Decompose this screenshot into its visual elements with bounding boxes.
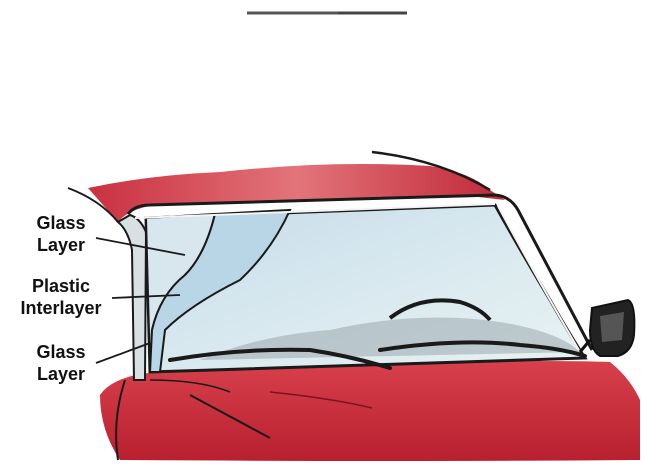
- side-mirror-icon: [580, 300, 634, 356]
- glass-layer-label-top: Glass Layer: [22, 212, 100, 256]
- glass-layer-label-bottom: Glass Layer: [22, 341, 100, 385]
- plastic-interlayer-label: Plastic Interlayer: [6, 275, 116, 319]
- plastic-interlayer-label-line2: Interlayer: [6, 297, 116, 319]
- glass-layer-label-bottom-line2: Layer: [22, 363, 100, 385]
- plastic-interlayer-label-line1: Plastic: [6, 275, 116, 297]
- glass-layer-label-top-line1: Glass: [22, 212, 100, 234]
- glass-layer-label-bottom-line1: Glass: [22, 341, 100, 363]
- glass-layer-label-top-line2: Layer: [22, 234, 100, 256]
- car-hood: [100, 361, 640, 461]
